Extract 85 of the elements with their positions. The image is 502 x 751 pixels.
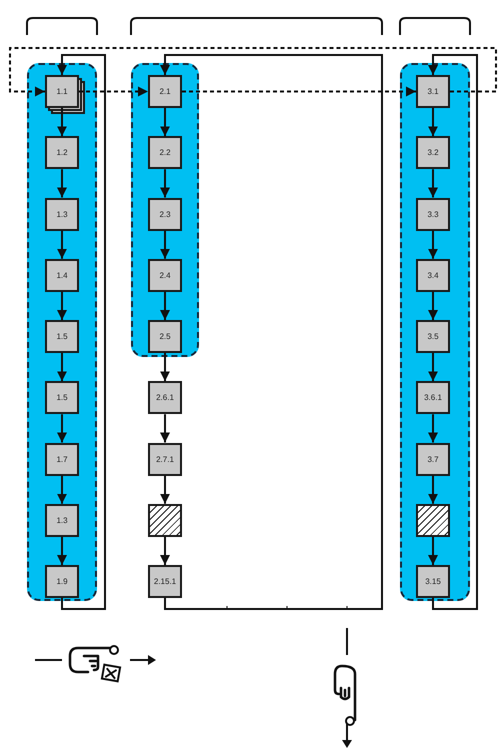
- arrow: [428, 108, 438, 136]
- group-panel: [27, 63, 97, 601]
- step-label: 2.2: [159, 148, 171, 158]
- step-label: 2.4: [159, 270, 171, 280]
- process-box: [45, 381, 79, 414]
- process-box: [148, 198, 182, 230]
- process-box: [45, 75, 79, 108]
- process-box: [148, 320, 182, 353]
- process-box: [416, 258, 450, 292]
- step-label: 1.5: [56, 332, 68, 341]
- step-label: 3.3: [427, 210, 439, 218]
- arrow: [428, 292, 438, 320]
- step-label: 1.3: [56, 210, 68, 218]
- step-label: 2.7.1: [156, 454, 174, 464]
- process-box: [45, 442, 79, 476]
- arrow: [9, 47, 497, 96]
- step-label: 1.2: [56, 148, 68, 158]
- arrow: [428, 54, 478, 610]
- step-label: 3.15: [425, 577, 441, 586]
- step-label: 2.3: [159, 210, 171, 218]
- arrow: [160, 476, 170, 504]
- group-panel: [400, 63, 470, 601]
- arrow: [57, 169, 67, 198]
- arrow: [79, 86, 148, 96]
- step-label: 1.4: [56, 270, 68, 280]
- arrow: [428, 353, 438, 382]
- arrow: [57, 230, 67, 259]
- step-label: 1.9: [56, 577, 68, 586]
- arrow: [160, 414, 170, 442]
- step-label: 3.7: [427, 454, 439, 464]
- arrow: [160, 353, 170, 382]
- arrow: [160, 292, 170, 320]
- arrow: [57, 536, 67, 565]
- process-box: [45, 565, 79, 598]
- process-box: [148, 381, 182, 414]
- group-panel: [131, 63, 199, 357]
- process-box: [416, 381, 450, 414]
- step-label: 3.4: [427, 270, 439, 280]
- arrow: [428, 169, 438, 198]
- process-box: [148, 565, 182, 598]
- process-box: [45, 136, 79, 170]
- process-box: [45, 320, 79, 353]
- process-box: [45, 504, 79, 537]
- process-box: [416, 442, 450, 476]
- arrow: [57, 353, 67, 382]
- process-box: [148, 258, 182, 292]
- arrow: [160, 169, 170, 198]
- process-box: [148, 136, 182, 170]
- process-box: [416, 320, 450, 353]
- step-label: 3.6.1: [424, 393, 442, 402]
- process-box: [416, 198, 450, 230]
- step-label: 1.3: [56, 516, 68, 525]
- step-label: 1.5: [56, 393, 68, 402]
- step-label: 2.15.1: [154, 577, 176, 586]
- arrow: [57, 414, 67, 442]
- process-box: [148, 442, 182, 476]
- arrow: [428, 414, 438, 442]
- process-box: [416, 75, 450, 108]
- arrow: [160, 54, 383, 610]
- process-box: [416, 136, 450, 170]
- process-box: [148, 75, 182, 108]
- step-label: 3.1: [427, 87, 439, 96]
- arrow: [428, 536, 438, 565]
- step-label: 2.1: [159, 87, 171, 96]
- arrow: [57, 108, 67, 136]
- arrow: [57, 476, 67, 504]
- arrow: [160, 230, 170, 259]
- arrow: [160, 536, 170, 565]
- hatched-box: [416, 504, 450, 537]
- step-label: 1.1: [56, 87, 68, 96]
- arrow: [428, 230, 438, 259]
- arrow: [57, 54, 106, 610]
- step-label: 2.6.1: [156, 393, 174, 402]
- process-box: [416, 565, 450, 598]
- arrow: [428, 476, 438, 504]
- step-label: 3.2: [427, 148, 439, 158]
- arrow: [57, 292, 67, 320]
- arrow: [182, 86, 416, 96]
- arrow: [160, 108, 170, 136]
- step-label: 1.7: [56, 454, 68, 464]
- process-box: [45, 258, 79, 292]
- process-box: [45, 198, 79, 230]
- step-label: 2.5: [159, 332, 171, 341]
- hatched-box: [148, 504, 182, 537]
- step-label: 3.5: [427, 332, 439, 341]
